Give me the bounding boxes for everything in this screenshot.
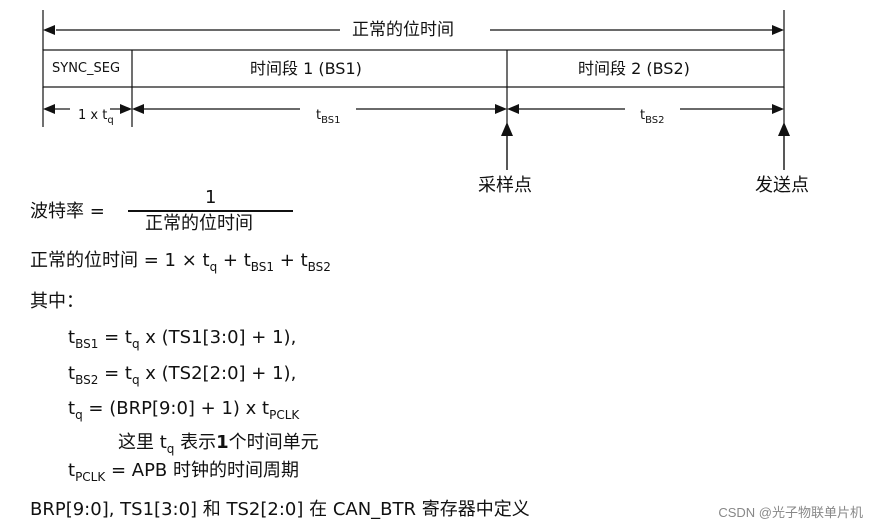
where-label: 其中： [30,291,84,312]
bs2-duration-label: tBS2 [640,108,665,126]
nominal-bit-time-span [42,10,785,50]
baud-rate-denominator: 正常的位时间 [145,213,253,234]
nominal-bit-time-label: 正常的位时间 [352,20,454,40]
segment-boxes [42,49,785,88]
bit-timing-diagram [42,10,790,170]
transmit-point-label: 发送点 [755,175,809,196]
sample-point-arrow [501,122,513,170]
tbs2-formula: tBS2 = tq x (TS2[2:0] + 1), [68,363,297,388]
sync-duration-label: 1 x tq [78,108,114,126]
duration-row [42,87,785,127]
watermark: CSDN @光子物联单片机 [718,505,863,520]
sample-point-label: 采样点 [478,175,532,196]
tq-formula: tq = (BRP[9:0] + 1) x tPCLK [68,398,300,423]
bs2-label: 时间段 2 (BS2) [578,59,690,78]
tbs1-formula: tBS1 = tq x (TS1[3:0] + 1), [68,327,297,352]
transmit-point-arrow [778,122,790,170]
nominal-bit-time-formula: 正常的位时间 = 1 × tq + tBS1 + tBS2 [30,250,331,275]
fraction-bar [128,210,293,212]
bs1-duration-label: tBS1 [316,108,341,126]
tpclk-formula: tPCLK = APB 时钟的时间周期 [68,460,299,485]
baud-rate-lhs: 波特率 = [30,201,105,222]
bs1-label: 时间段 1 (BS1) [250,59,362,78]
baud-rate-numerator: 1 [205,187,217,208]
tq-description: 这里 tq 表示1个时间单元 [118,432,319,457]
sync-seg-label: SYNC_SEG [52,61,121,76]
footer-note: BRP[9:0], TS1[3:0] 和 TS2[2:0] 在 CAN_BTR … [30,499,530,520]
